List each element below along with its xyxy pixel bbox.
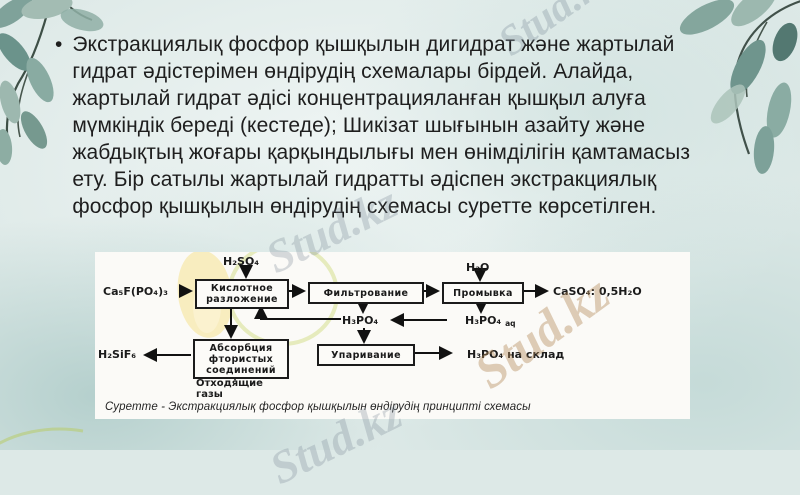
paragraph-line: мүмкіндік береді (кестеде); Шикізат шығы… [72,114,646,137]
slide-paragraph: • Экстракциялық фосфор қышқылын дигидрат… [55,31,761,220]
logo-arc-decoration [0,427,84,445]
paragraph-line: ету. Бір сатылы жартылай гидратты әдіспе… [72,168,657,191]
paragraph-line: фосфор қышқылын өндірудің схемасы суретт… [72,195,657,218]
label-h3po4: H₃PO₄ [342,314,379,327]
box-evaporation: Упаривание [317,344,415,366]
label-to-storage: H₃PO₄ на склад [467,348,565,361]
flowchart-figure: H₂SO₄ Ca₅F(PO₄)₃ H₂O Кислотное разложени… [95,252,690,419]
bullet-marker: • [55,33,63,56]
box-washing: Промывка [442,282,524,304]
paragraph-line: жабдықтың жоғары қарқындылығы мен өнімді… [72,141,691,164]
box-acid-decomposition: Кислотное разложение [195,279,289,309]
label-apatite: Ca₅F(PO₄)₃ [103,285,168,298]
label-h2sif6: H₂SiF₆ [98,348,137,361]
label-h2o: H₂O [466,261,490,274]
label-h3po4-aq: H₃PO₄ aq [465,314,516,328]
box-filtration: Фильтрование [308,282,424,304]
paragraph-line: Экстракциялық фосфор қышқылын дигидрат ж… [72,33,675,56]
box-absorption: Абсорбция фтористых соединений [193,339,289,379]
aq-subscript: aq [505,319,516,328]
flow-arrows [143,265,549,381]
paragraph-line: жартылай гидрат әдісі концентрацияланған… [72,87,646,110]
label-h2so4: H₂SO₄ [223,255,260,268]
label-gypsum: CaSO₄: 0,5H₂O [553,285,642,298]
paragraph-lines: Экстракциялық фосфор қышқылын дигидрат ж… [72,31,690,220]
paragraph-line: гидрат әдістерімен өндірудің схемалары б… [72,60,634,83]
label-offgas: Отходящие газы [196,378,263,400]
figure-caption: Суретте - Экстракциялық фосфор қышқылын … [105,401,531,413]
